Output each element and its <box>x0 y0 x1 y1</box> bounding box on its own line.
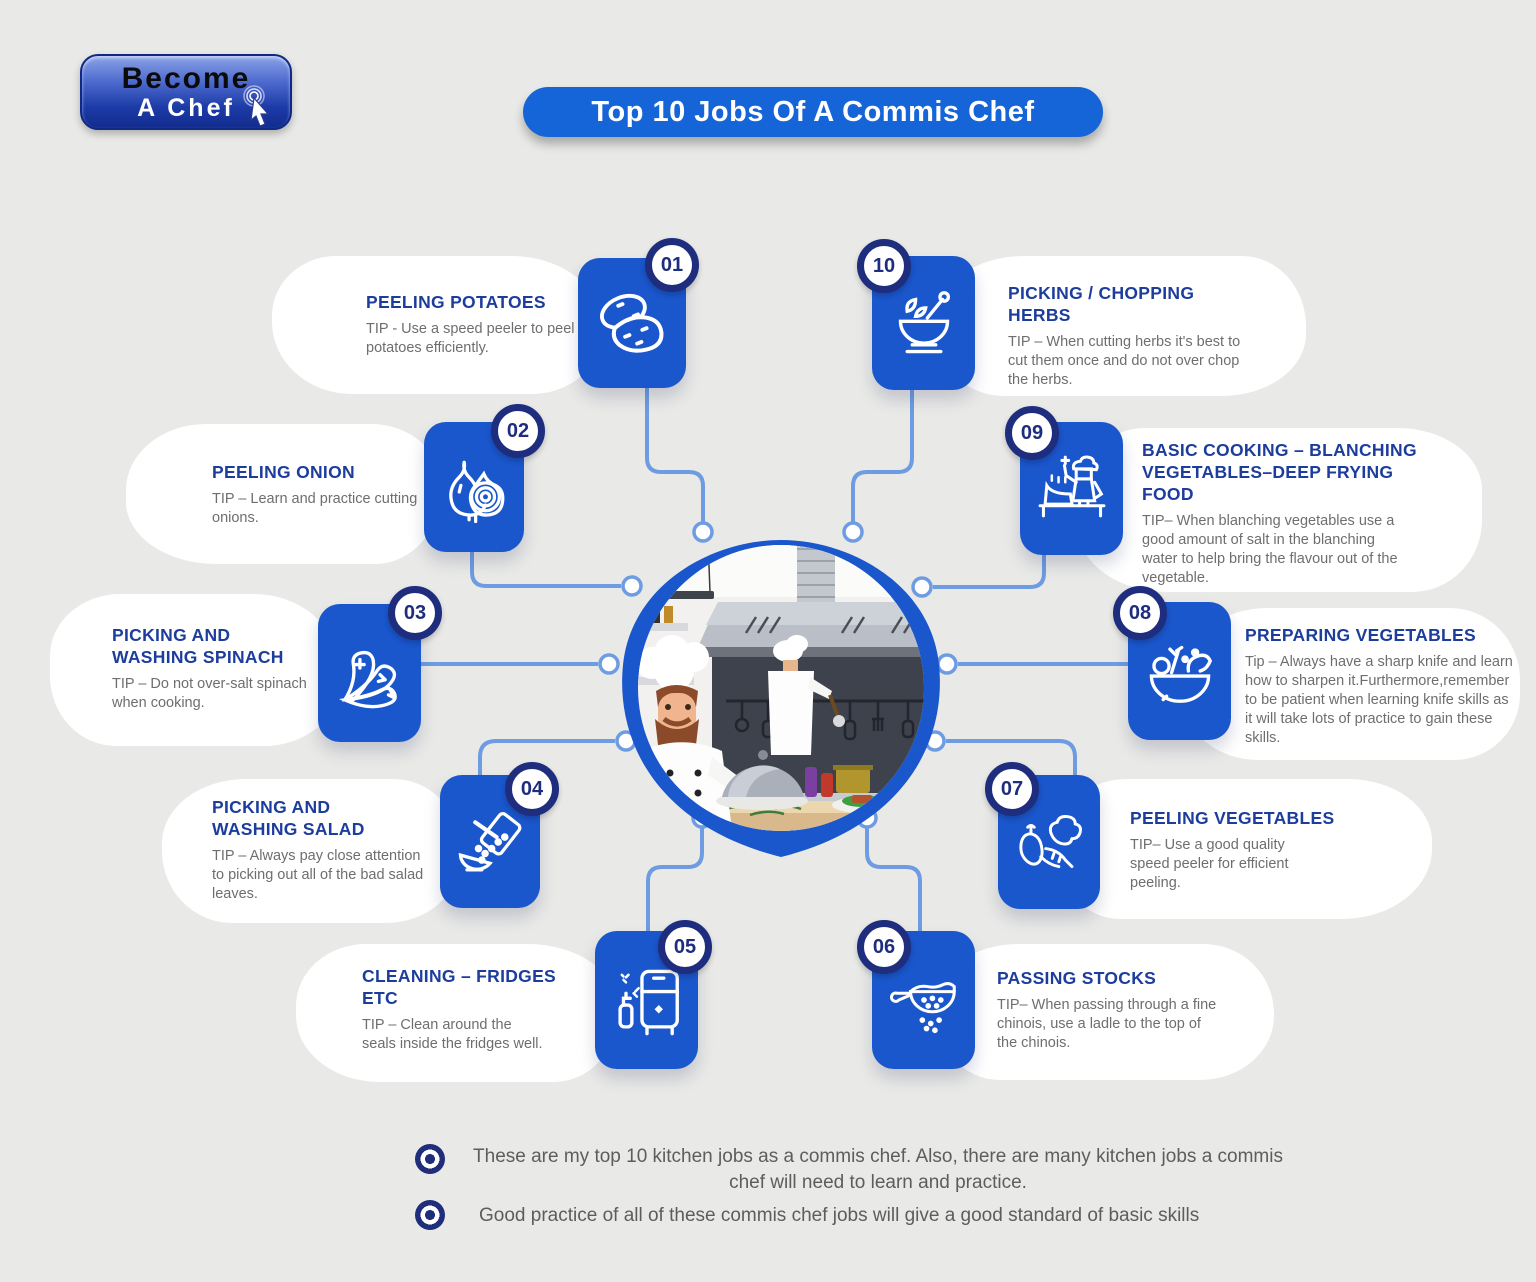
item-05-badge: 05 <box>658 920 712 974</box>
item-07-badge: 07 <box>985 762 1039 816</box>
item-08-badge: 08 <box>1113 586 1167 640</box>
vegetables-icon <box>1019 815 1082 869</box>
item-09-text: BASIC COOKING – BLANCHING VEGETABLES–DEE… <box>1142 440 1442 588</box>
item-02-tip: TIP – Learn and practice cutting onions. <box>212 490 418 526</box>
item-blob-04 <box>162 779 460 923</box>
kitchen-illustration <box>622 540 940 857</box>
item-04-tip: TIP – Always pay close attention to pick… <box>212 847 424 902</box>
item-01-title: PEELING POTATOES <box>366 292 546 312</box>
item-01-tip: TIP - Use a speed peeler to peel potatoe… <box>366 320 575 356</box>
item-04-badge: 04 <box>505 762 559 816</box>
item-04-title: PICKING AND WASHING SALAD <box>212 797 365 839</box>
page-title: Top 10 Jobs Of A Commis Chef <box>523 87 1103 137</box>
item-09-badge: 09 <box>1005 406 1059 460</box>
item-06-tip: TIP– When passing through a fine chinois… <box>997 996 1217 1052</box>
item-blob-07 <box>1056 779 1432 919</box>
item-blob-05 <box>296 944 618 1082</box>
item-10-title: PICKING / CHOPPING HERBS <box>1008 283 1195 325</box>
item-blob-09 <box>1078 428 1482 592</box>
item-03-title: PICKING AND WASHING SPINACH <box>112 625 284 667</box>
item-02-title: PEELING ONION <box>212 462 355 482</box>
item-06-badge: 06 <box>857 920 911 974</box>
item-08-text: PREPARING VEGETABLES Tip – Always have a… <box>1245 625 1517 749</box>
item-06-title: PASSING STOCKS <box>997 968 1157 988</box>
logo-line1: Become <box>121 62 251 95</box>
item-05-text: CLEANING – FRIDGES ETC TIP – Clean aroun… <box>362 966 562 1054</box>
item-03-badge: 03 <box>388 586 442 640</box>
item-10-badge: 10 <box>857 239 911 293</box>
vegetable-bowl-icon <box>1149 645 1212 703</box>
item-08-tile <box>1128 602 1231 740</box>
spinach-icon <box>338 650 397 709</box>
item-10-text: PICKING / CHOPPING HERBS TIP – When cutt… <box>1008 283 1258 390</box>
mortar-pestle-icon <box>898 291 950 354</box>
chinois-strainer-icon <box>889 982 956 1034</box>
item-09-title: BASIC COOKING – BLANCHING VEGETABLES–DEE… <box>1142 440 1417 504</box>
fridge-icon <box>617 969 679 1036</box>
item-blob-03 <box>50 594 338 746</box>
item-05-tile <box>595 931 698 1069</box>
footer-note-2: Good practice of all of these commis che… <box>415 1200 1199 1230</box>
item-07-title: PEELING VEGETABLES <box>1130 808 1335 828</box>
item-01-badge: 01 <box>645 238 699 292</box>
item-blob-10 <box>934 256 1306 396</box>
item-02-badge: 02 <box>491 404 545 458</box>
item-02-tile <box>424 422 524 552</box>
item-07-tip: TIP– Use a good quality speed peeler for… <box>1130 836 1289 892</box>
footer-note-1-text: These are my top 10 kitchen jobs as a co… <box>473 1146 1283 1193</box>
potatoes-icon <box>600 293 664 353</box>
item-blob-01 <box>272 256 602 394</box>
item-04-text: PICKING AND WASHING SALAD TIP – Always p… <box>212 797 427 904</box>
onion-icon <box>449 460 505 524</box>
item-08-title: PREPARING VEGETABLES <box>1245 625 1476 645</box>
footer-note-2-text: Good practice of all of these commis che… <box>479 1205 1200 1226</box>
item-04-tile <box>440 775 540 908</box>
item-02-text: PEELING ONION TIP – Learn and practice c… <box>212 462 427 528</box>
footer-note-1: These are my top 10 kitchen jobs as a co… <box>415 1144 1283 1195</box>
bullet-target-icon <box>415 1200 445 1230</box>
item-08-tip: Tip – Always have a sharp knife and lear… <box>1245 653 1513 747</box>
page-title-text: Top 10 Jobs Of A Commis Chef <box>591 95 1035 128</box>
item-03-tip: TIP – Do not over-salt spinach when cook… <box>112 675 307 711</box>
salad-prep-icon <box>458 811 522 872</box>
chef-cooking-icon <box>1038 454 1105 517</box>
item-05-tip: TIP – Clean around the seals inside the … <box>362 1016 543 1052</box>
item-01-text: PEELING POTATOES TIP - Use a speed peele… <box>366 292 581 358</box>
logo-line2: A Chef <box>137 94 235 122</box>
item-blob-08 <box>1184 608 1520 760</box>
item-07-text: PEELING VEGETABLES TIP– Use a good quali… <box>1130 808 1335 893</box>
become-a-chef-logo[interactable]: Become A Chef <box>80 54 292 130</box>
item-10-tip: TIP – When cutting herbs it's best to cu… <box>1008 333 1241 388</box>
item-blob-06 <box>934 944 1274 1080</box>
item-05-title: CLEANING – FRIDGES ETC <box>362 966 557 1008</box>
bullet-target-icon <box>415 1144 445 1174</box>
item-03-text: PICKING AND WASHING SPINACH TIP – Do not… <box>112 625 307 713</box>
item-06-text: PASSING STOCKS TIP– When passing through… <box>997 968 1227 1053</box>
item-01-tile <box>578 258 686 388</box>
item-09-tip: TIP– When blanching vegetables use a goo… <box>1142 512 1398 586</box>
click-cursor-icon <box>243 85 270 127</box>
item-blob-02 <box>126 424 441 564</box>
